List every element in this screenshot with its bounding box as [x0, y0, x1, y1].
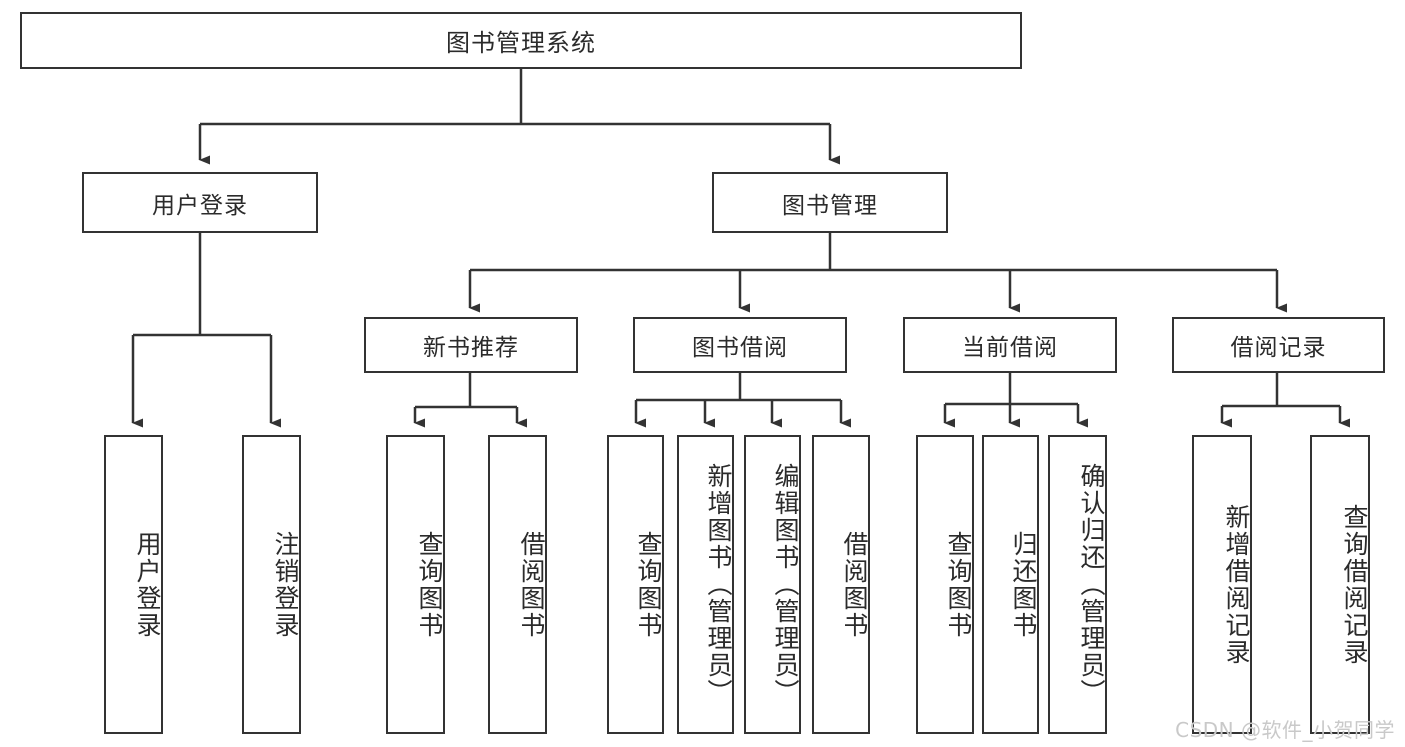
node-book-borrow-label: 图书借阅	[692, 335, 788, 361]
node-new-book-recommend-label: 新书推荐	[423, 335, 519, 361]
leaf-borrow-query-book-label: 查询图书	[634, 530, 663, 639]
leaf-new-book-query-label: 查询图书	[415, 530, 444, 639]
leaf-current-confirm-return-admin[interactable]: 确认归还（管理员）	[1048, 435, 1107, 734]
leaf-record-add-record[interactable]: 新增借阅记录	[1192, 435, 1252, 734]
leaf-borrow-edit-book-admin-label: 编辑图书（管理员）	[771, 463, 800, 706]
leaf-borrow-edit-book-admin[interactable]: 编辑图书（管理员）	[744, 435, 801, 734]
node-current-borrow-label: 当前借阅	[962, 335, 1058, 361]
node-root-system[interactable]: 图书管理系统	[20, 12, 1022, 69]
leaf-user-login-signin[interactable]: 用户登录	[104, 435, 163, 734]
leaf-current-confirm-return-admin-label: 确认归还（管理员）	[1077, 463, 1106, 706]
leaf-borrow-query-book[interactable]: 查询图书	[607, 435, 664, 734]
node-root-system-label: 图书管理系统	[446, 29, 596, 57]
leaf-borrow-borrow-book-label: 借阅图书	[840, 530, 869, 639]
leaf-current-query-book[interactable]: 查询图书	[916, 435, 974, 734]
node-current-borrow[interactable]: 当前借阅	[903, 317, 1117, 373]
leaf-new-book-query[interactable]: 查询图书	[386, 435, 445, 734]
leaf-current-query-book-label: 查询图书	[944, 530, 973, 639]
node-new-book-recommend[interactable]: 新书推荐	[364, 317, 578, 373]
leaf-user-login-signout[interactable]: 注销登录	[242, 435, 301, 734]
leaf-user-login-signout-label: 注销登录	[271, 530, 300, 639]
leaf-record-query-record[interactable]: 查询借阅记录	[1310, 435, 1370, 734]
leaf-borrow-borrow-book[interactable]: 借阅图书	[812, 435, 870, 734]
node-user-login[interactable]: 用户登录	[82, 172, 318, 233]
leaf-current-return-book-label: 归还图书	[1009, 530, 1038, 639]
leaf-record-query-record-label: 查询借阅记录	[1340, 503, 1369, 666]
leaf-current-return-book[interactable]: 归还图书	[982, 435, 1039, 734]
node-book-management[interactable]: 图书管理	[712, 172, 948, 233]
node-book-management-label: 图书管理	[782, 192, 878, 219]
leaf-new-book-borrow-label: 借阅图书	[517, 530, 546, 639]
leaf-record-add-record-label: 新增借阅记录	[1222, 503, 1251, 666]
node-borrow-record-label: 借阅记录	[1230, 335, 1327, 361]
leaf-new-book-borrow[interactable]: 借阅图书	[488, 435, 547, 734]
node-borrow-record[interactable]: 借阅记录	[1172, 317, 1385, 373]
leaf-borrow-add-book-admin-label: 新增图书（管理员）	[704, 463, 733, 706]
csdn-watermark: CSDN @软件_小贺同学	[1175, 718, 1395, 742]
node-user-login-label: 用户登录	[152, 192, 248, 219]
node-book-borrow[interactable]: 图书借阅	[633, 317, 847, 373]
leaf-user-login-signin-label: 用户登录	[133, 530, 162, 639]
leaf-borrow-add-book-admin[interactable]: 新增图书（管理员）	[677, 435, 734, 734]
